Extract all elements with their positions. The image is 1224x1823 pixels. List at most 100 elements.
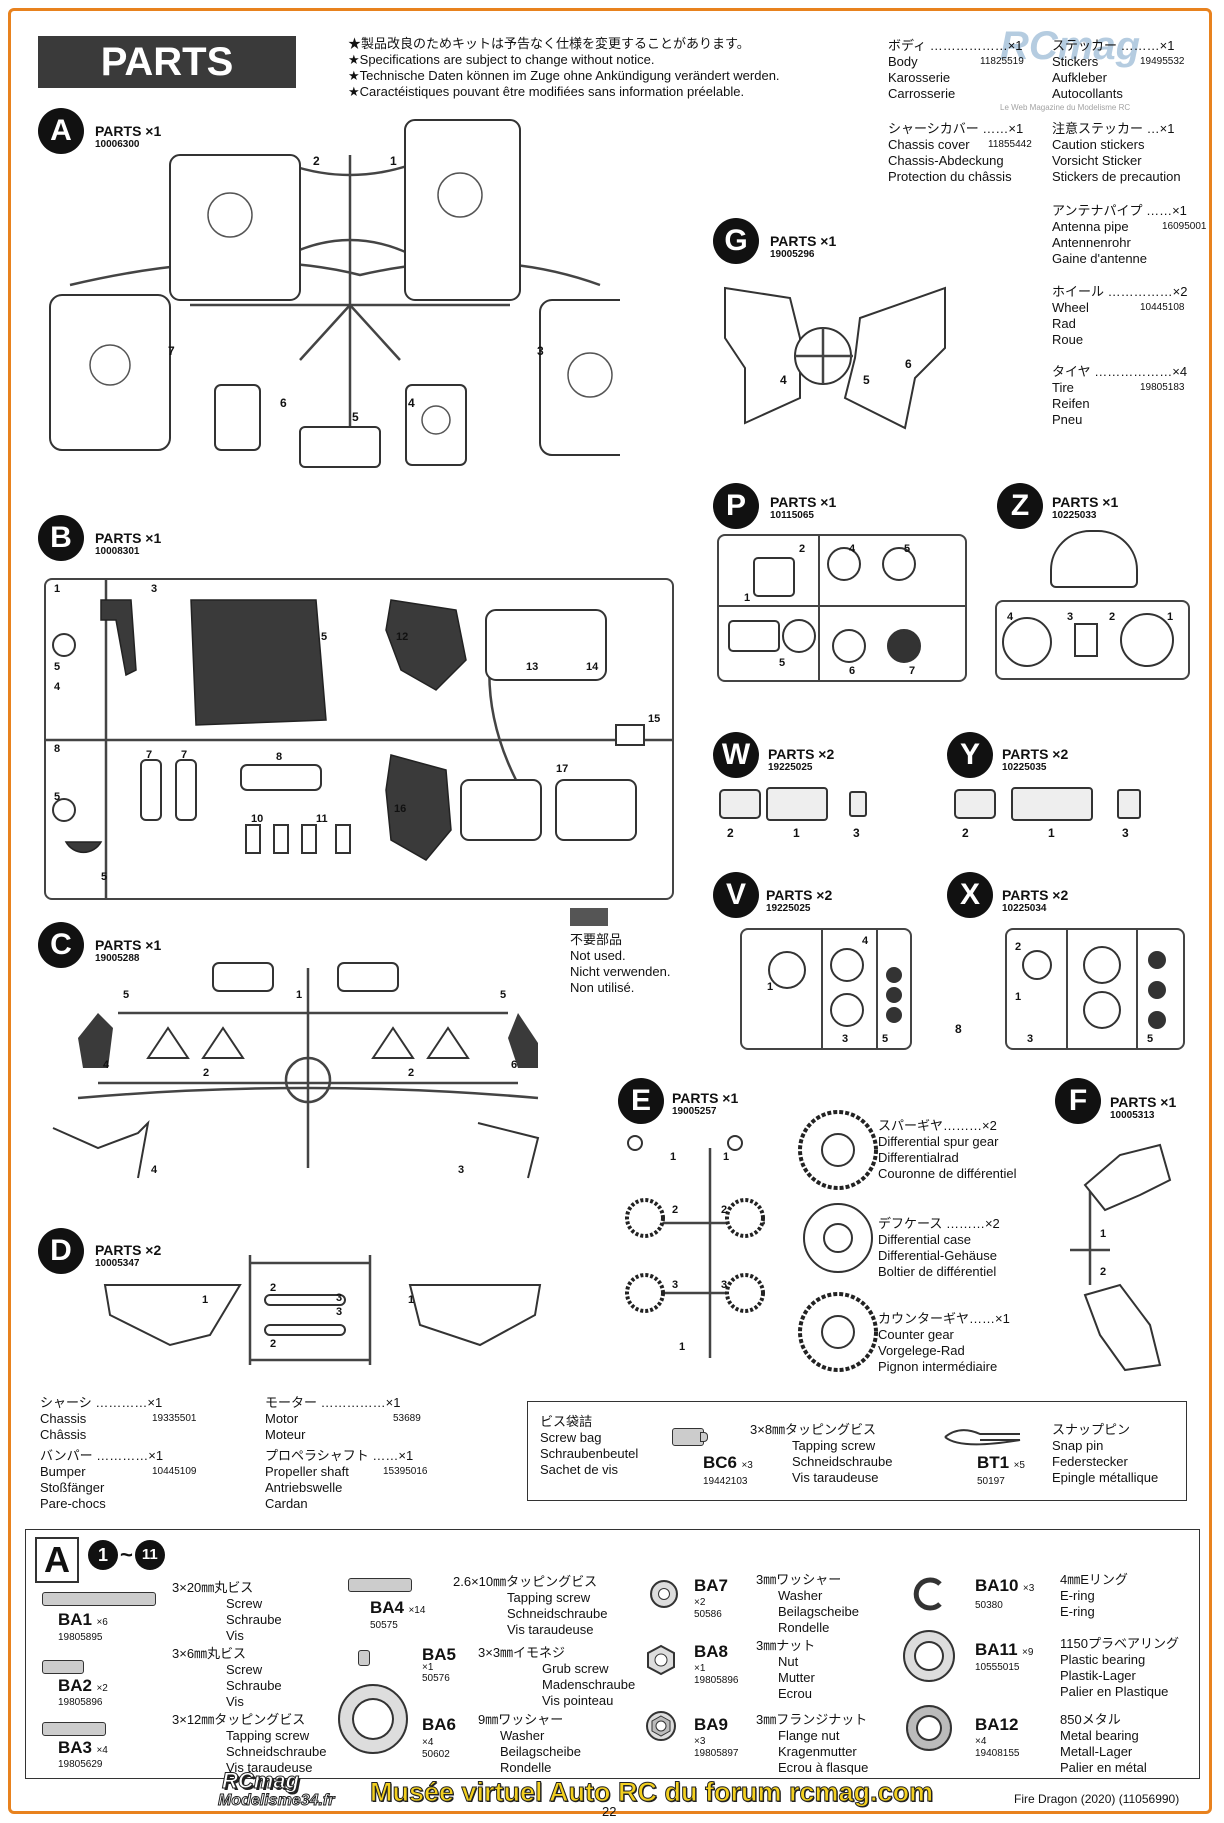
svg-text:2: 2 (721, 1204, 727, 1216)
screw-bag-label: ビス袋詰 Screw bag Schraubenbeutel Sachet de… (540, 1414, 638, 1478)
svg-text:5: 5 (882, 1033, 888, 1045)
parts-y-label: PARTS ×2 10225035 (1002, 746, 1068, 773)
parts-x-code: 10225034 (1002, 903, 1047, 914)
chassis-code: 19335501 (152, 1413, 197, 1424)
svg-text:7: 7 (146, 749, 152, 761)
bumper-de: Stoßfänger (40, 1480, 105, 1495)
svg-text:4: 4 (103, 1059, 110, 1071)
antenna-en: Antenna pipe (1052, 219, 1129, 234)
not-used-en: Not used. (570, 948, 626, 963)
svg-text:2: 2 (270, 1282, 276, 1294)
ba2-de: Schraube (226, 1678, 282, 1693)
screw-bag-fr: Sachet de vis (540, 1462, 619, 1477)
chassis-cover-en: Chassis cover (888, 137, 970, 152)
svg-text:1: 1 (723, 1151, 729, 1163)
parts-v-code: 19225025 (766, 903, 811, 914)
ba5-label: BA5 (422, 1645, 456, 1665)
ba9-jp: 3㎜フランジナット (756, 1712, 868, 1727)
counter-gear-de: Vorgelege-Rad (878, 1343, 965, 1358)
bt1-en: Snap pin (1052, 1438, 1104, 1453)
bt1-qty: ×5 (1013, 1460, 1025, 1471)
not-used-de: Nicht verwenden. (570, 964, 671, 979)
parts-f-drawing: 12 (1070, 1143, 1172, 1372)
body-jp: ボディ ………………×1 (888, 38, 1023, 53)
svg-text:5: 5 (863, 373, 870, 387)
bumper-en: Bumper (40, 1464, 86, 1479)
ba5-code: 50576 (422, 1673, 450, 1684)
svg-text:1: 1 (296, 989, 302, 1001)
ba1-code: 19805895 (58, 1632, 103, 1643)
parts-p-code: 10115065 (770, 510, 814, 521)
ba2-qty: ×2 (96, 1683, 108, 1694)
ba3-de: Schneidschraube (226, 1744, 327, 1759)
ba9-qty: ×3 (694, 1736, 706, 1747)
ba3-qty: ×4 (96, 1745, 108, 1756)
parts-z-label: PARTS ×1 10225033 (1052, 494, 1118, 521)
parts-b-letter: B (38, 515, 84, 561)
ba5-qty: ×1 (422, 1662, 434, 1673)
parts-d-code: 10005347 (95, 1258, 140, 1269)
parts-a-title: PARTS ×1 (95, 123, 162, 139)
svg-text:5: 5 (54, 791, 60, 803)
wheel-code: 10445108 (1140, 302, 1185, 313)
gears-drawing (798, 1110, 878, 1372)
ba6-qty: ×4 (422, 1737, 434, 1748)
spur-gear-en: Differential spur gear (878, 1134, 999, 1149)
svg-text:1: 1 (1100, 1228, 1106, 1240)
svg-text:4: 4 (151, 1164, 158, 1176)
page-title: PARTS (38, 36, 296, 88)
svg-text:7: 7 (168, 344, 175, 358)
ba2-jp: 3×6㎜丸ビス (172, 1646, 247, 1661)
footer-museum-text: Musée virtuel Auto RC du forum rcmag.com (369, 1777, 934, 1808)
caution-jp: 注意ステッカー …×1 (1052, 121, 1175, 136)
svg-text:11: 11 (316, 813, 328, 825)
ba12-de: Metall-Lager (1060, 1744, 1133, 1759)
ba10-code: 50380 (975, 1600, 1003, 1611)
svg-text:16: 16 (394, 803, 406, 815)
bumper-jp: バンパー …………×1 (40, 1448, 164, 1463)
svg-text:6: 6 (849, 665, 855, 677)
svg-text:5: 5 (54, 661, 60, 673)
ba7-desc: 3㎜ワッシャー Washer Beilagscheibe Rondelle (756, 1572, 859, 1636)
diff-case-fr: Boltier de différentiel (878, 1264, 997, 1279)
footer-logo-rcmag: RCmag (221, 1768, 300, 1794)
svg-text:13: 13 (526, 661, 538, 673)
parts-p-label: PARTS ×1 10115065 (770, 494, 836, 521)
bumper-code: 10445109 (152, 1466, 197, 1477)
ba12-code: 19408155 (975, 1748, 1020, 1759)
parts-x-title: PARTS ×2 (1002, 887, 1069, 903)
step-sep: ~ (120, 1542, 133, 1567)
bt1-code: 50197 (977, 1476, 1005, 1487)
not-used-swatch (570, 908, 608, 926)
ba7-fr: Rondelle (778, 1620, 830, 1635)
tire-en: Tire (1052, 380, 1074, 395)
spur-gear-fr: Couronne de différentiel (878, 1166, 1017, 1181)
antenna-code: 16095001 (1162, 221, 1207, 232)
spur-gear-de: Differentialrad (878, 1150, 959, 1165)
ba7-en: Washer (778, 1588, 823, 1603)
counter-gear-en: Counter gear (878, 1327, 954, 1342)
svg-text:2: 2 (799, 543, 805, 555)
ba6-de: Beilagscheibe (500, 1744, 581, 1759)
parts-b-code: 10008301 (95, 546, 140, 557)
svg-text:3: 3 (853, 826, 860, 840)
bt1-fr: Epingle métallique (1052, 1470, 1159, 1485)
parts-f-title: PARTS ×1 (1110, 1094, 1177, 1110)
bc6-qty: ×3 (741, 1460, 753, 1471)
svg-text:1: 1 (202, 1294, 208, 1306)
ba12-en: Metal bearing (1060, 1728, 1139, 1743)
propshaft-en: Propeller shaft (265, 1464, 349, 1479)
ba7-qty: ×2 (694, 1597, 706, 1608)
ba3-jp: 3×12㎜タッピングビス (172, 1712, 306, 1727)
svg-text:8: 8 (276, 751, 282, 763)
wheel-jp: ホイール ……………×2 (1052, 284, 1188, 299)
parts-v-letter: V (713, 872, 759, 918)
svg-text:6: 6 (905, 357, 912, 371)
parts-e-title: PARTS ×1 (672, 1090, 739, 1106)
ba4-id: BA4 (370, 1598, 405, 1617)
